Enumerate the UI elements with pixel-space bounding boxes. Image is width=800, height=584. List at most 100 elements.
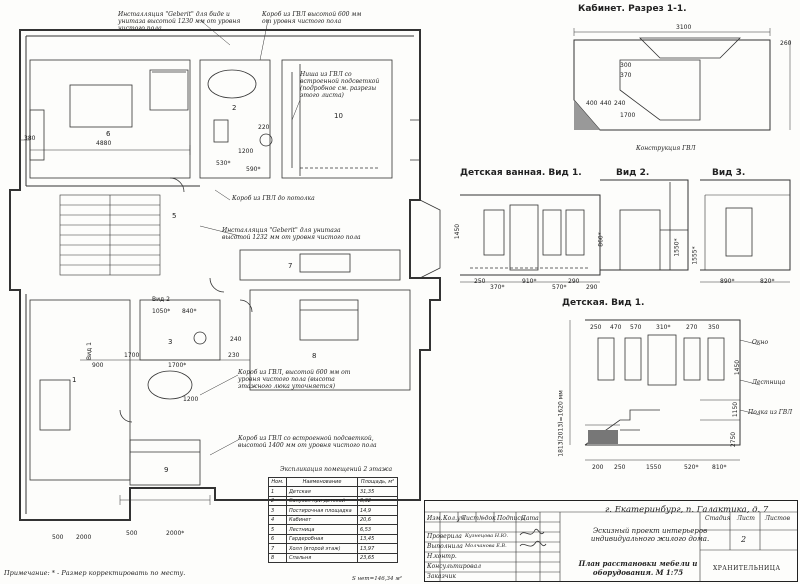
cabinet-niche-top	[639, 37, 741, 59]
cell-area: 13,97	[356, 543, 399, 554]
kids-top-dim-4: 270	[686, 324, 698, 331]
stairs	[59, 194, 161, 276]
view-label-vid1: Вид 1	[86, 342, 93, 360]
cell-num: 7	[267, 543, 288, 554]
kids-view-1-lines	[569, 319, 761, 461]
vid2-lines	[600, 179, 689, 271]
cabinet-outline	[573, 39, 771, 131]
cell-num: 5	[267, 524, 288, 535]
bath-dim-0: 250	[474, 278, 486, 285]
dim-1200b: 1200	[183, 396, 199, 403]
cabinet-note: Конструкция ГВЛ	[636, 145, 696, 152]
hall-bench	[299, 253, 351, 273]
title-block-grid	[424, 511, 798, 582]
vid3-lines	[700, 179, 791, 283]
tb-logo: ХРАНИТЕЛЬНИЦА	[713, 565, 781, 572]
tb-name: Молчанова Е.В.	[465, 543, 507, 549]
tb-stage-head: Лист	[737, 515, 755, 522]
dim-230: 230	[228, 352, 240, 359]
cell-name: Холл (второй этаж)	[286, 543, 358, 554]
signature-2	[519, 540, 547, 547]
dim-220: 220	[258, 124, 270, 131]
bath-dim-5: 290	[586, 284, 598, 291]
dim-590: 590*	[246, 166, 261, 173]
cab-dim-400: 400	[586, 100, 598, 107]
tb-head: Лист	[461, 515, 479, 522]
room-1-outline	[29, 299, 131, 481]
dim-1050: 1050*	[152, 308, 171, 315]
dim-530: 530*	[216, 160, 231, 167]
cell-num: 2	[267, 495, 288, 507]
stair-hatch	[588, 430, 618, 444]
tb-head: Кол.уч	[443, 515, 465, 522]
bath-title: Детская ванная. Вид 1.	[460, 168, 582, 178]
dim-840: 840*	[182, 308, 197, 315]
room-10-outline	[281, 59, 393, 179]
desk	[39, 379, 71, 431]
tb-head: Дата	[521, 515, 539, 522]
tb-role: Заказчик	[427, 573, 456, 580]
hall-7	[239, 249, 401, 281]
cell-name: Гардеробная	[286, 533, 358, 545]
dim-4880: 4880	[96, 140, 112, 147]
room-number-5: 5	[172, 212, 177, 220]
kids-bot-dim-0: 200	[592, 464, 604, 471]
cab-dim-1700: 1700	[620, 112, 636, 119]
bath-vdim-2: 1550*	[673, 238, 681, 257]
dim-240: 240	[230, 336, 242, 343]
cabinet-title: Кабинет. Разрез 1-1.	[578, 4, 687, 14]
cell-name: Спальня	[286, 552, 358, 564]
tb-head: Подпись	[497, 515, 525, 522]
bathtub-2	[147, 370, 193, 400]
kids-top-dim-1: 470	[610, 324, 622, 331]
kids-title: Детская. Вид 1.	[562, 298, 645, 308]
total-area: S нет=146,34 м²	[352, 576, 402, 582]
vid3-title: Вид 3.	[712, 168, 746, 178]
kids-vdim-2: 2750	[730, 431, 738, 448]
tb-stage-head: Стадия	[705, 515, 731, 522]
tb-head: Изм.	[427, 515, 443, 522]
sink	[259, 133, 273, 147]
dim-1700a: 1700*	[168, 362, 187, 369]
room-6-outline	[29, 59, 191, 179]
dim-500b: 500	[52, 534, 64, 541]
tb-role: Н.контр.	[427, 553, 457, 560]
kids-vdim-3: 1813(2013)=1620 мм	[557, 390, 565, 457]
room-number-10: 10	[334, 112, 343, 120]
signature-1	[519, 528, 545, 536]
wardrobe-island	[69, 84, 133, 128]
view-label-vid2: Вид 2	[152, 296, 170, 303]
note-niche: Ниша из ГВЛ со встроенной подсветкой (по…	[300, 71, 380, 99]
note-geberit-wc: Инсталляция "Geberit" для унитаза высото…	[222, 227, 361, 241]
room-number-1: 1	[72, 376, 77, 384]
dim-2000b: 2000	[76, 534, 92, 541]
kids-bot-dim-4: 810*	[712, 464, 727, 471]
cell-name: Санузел при детской	[286, 495, 358, 507]
toilet	[213, 119, 229, 143]
dim-1200: 1200	[238, 148, 254, 155]
vid3-vdim-0: 1555*	[691, 246, 699, 265]
kids-top-dim-2: 570	[630, 324, 642, 331]
cell-area: 20,6	[356, 514, 399, 526]
kids-vdim-0: 1450	[734, 359, 742, 376]
tb-sheet-name: План расстановки мебели и оборудования. …	[578, 559, 698, 577]
explication-table: Экспликация помещений 2 этажа Ном. Наиме…	[267, 466, 399, 576]
cell-num: 6	[267, 533, 288, 545]
cell-name: Лестница	[286, 524, 358, 535]
bath-vdim-1: 860*	[597, 232, 605, 247]
callout-polka: Полка из ГВЛ	[748, 409, 793, 416]
room-number-3: 3	[168, 338, 173, 346]
kids-top-dim-5: 350	[708, 324, 720, 331]
cell-num: 3	[267, 505, 288, 516]
inner-wall	[25, 35, 414, 514]
title-block: г. Екатеринбург, п. Галактика, д. 7 Изм.…	[424, 500, 798, 582]
note-box-hatch: Короб из ГВЛ, высотой 600 мм от уровня ч…	[238, 369, 351, 390]
bed-8	[299, 299, 359, 341]
cell-area: 6,53	[356, 524, 399, 535]
tb-head: №док	[479, 515, 496, 522]
